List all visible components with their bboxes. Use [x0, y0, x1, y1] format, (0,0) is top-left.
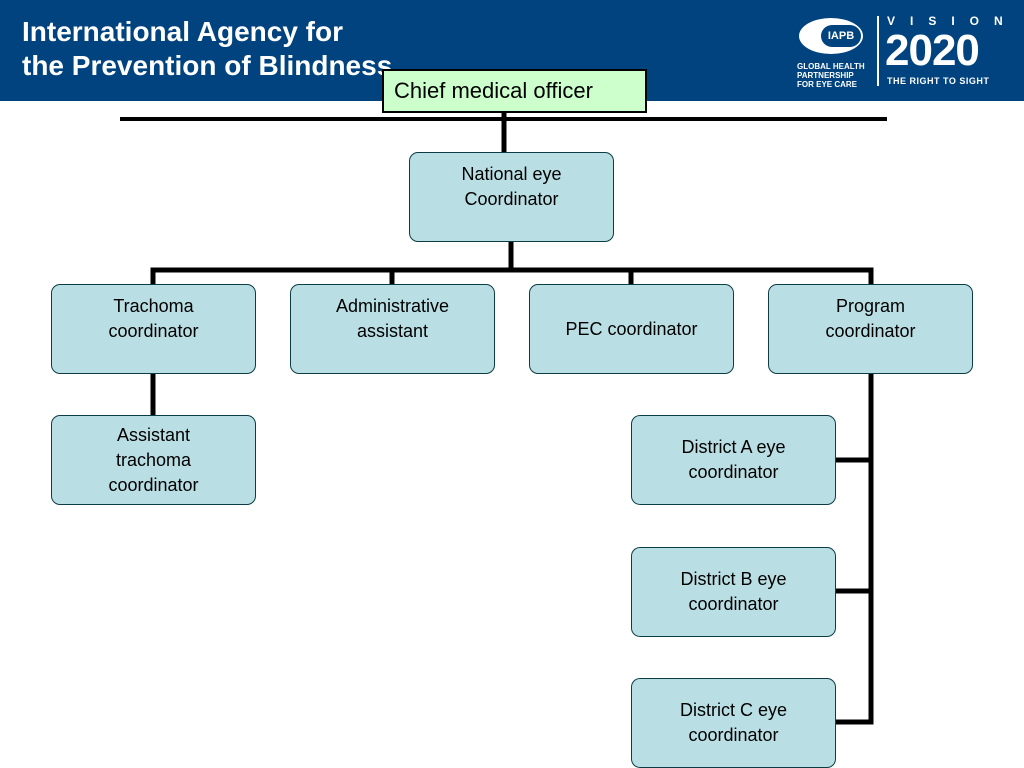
trachoma-coordinator-node: Trachoma coordinator — [51, 284, 256, 374]
district-c-coordinator-node: District C eye coordinator — [631, 678, 836, 768]
national-eye-coordinator-node: National eye Coordinator — [409, 152, 614, 242]
iapb-logo-caption: GLOBAL HEALTH PARTNERSHIP FOR EYE CARE — [797, 62, 865, 89]
vision-logo-number: 2020 — [885, 26, 980, 75]
organization-title: International Agency for the Prevention … — [22, 16, 393, 81]
district-b-coordinator-node: District B eye coordinator — [631, 547, 836, 637]
pec-coordinator-node: PEC coordinator — [529, 284, 734, 374]
assistant-trachoma-coordinator-node: Assistant trachoma coordinator — [51, 415, 256, 505]
vision-logo-word: VISION — [887, 14, 1018, 28]
iapb-logo-text: IAPB — [821, 25, 861, 47]
vision-logo-tagline: THE RIGHT TO SIGHT — [887, 76, 990, 86]
administrative-assistant-node: Administrative assistant — [290, 284, 495, 374]
chief-medical-officer-box: Chief medical officer — [382, 69, 647, 113]
partner-logos: IAPB GLOBAL HEALTH PARTNERSHIP FOR EYE C… — [795, 12, 1017, 92]
district-a-coordinator-node: District A eye coordinator — [631, 415, 836, 505]
program-coordinator-node: Program coordinator — [768, 284, 973, 374]
logo-divider — [877, 16, 879, 86]
